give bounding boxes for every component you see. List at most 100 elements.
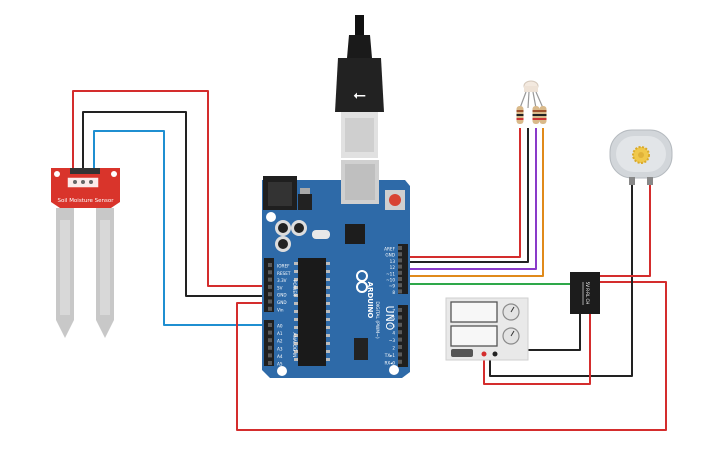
analog-header [264, 320, 274, 366]
icsp-header [354, 338, 368, 360]
crystal [312, 230, 330, 239]
header-pin-hole[interactable] [398, 330, 402, 335]
header-pin-hole[interactable] [398, 270, 402, 275]
pin-label: ~10 [386, 278, 395, 283]
pin-label: RESET [277, 271, 291, 276]
svg-text:DIGITAL (PWM~): DIGITAL (PWM~) [374, 301, 380, 339]
svg-text:UNO: UNO [383, 306, 396, 331]
pin-label: AREF [384, 247, 395, 252]
soil-moisture-sensor[interactable]: Soil Moisture Sensor [51, 168, 120, 338]
pin-label: 12 [390, 265, 396, 270]
header-pin-hole[interactable] [398, 289, 402, 294]
header-pin-hole[interactable] [268, 292, 272, 297]
arduino-model-text: UNO [383, 306, 396, 331]
wire-motor-black [489, 185, 633, 377]
pin-label: ~6 [389, 316, 396, 321]
rgb-led[interactable] [516, 80, 547, 124]
atmega-chip [294, 258, 330, 366]
pin-label: GND [385, 253, 395, 258]
wire-sensor-signal [93, 130, 266, 326]
pin-label: A5 [277, 362, 283, 367]
header-pin-hole[interactable] [398, 246, 402, 250]
sensor-mount-hole-right [111, 171, 117, 177]
relay-body [570, 272, 600, 314]
usb-cable-wire [355, 15, 364, 37]
header-pin-hole[interactable] [268, 353, 272, 358]
pin-label: A2 [277, 339, 283, 344]
wire-led-purple [408, 128, 537, 270]
header-pin-hole[interactable] [398, 264, 402, 269]
sensor-prong-texture [60, 220, 110, 315]
wire-sensor-gnd [82, 111, 266, 297]
wire-led-orange [408, 128, 544, 277]
header-pin-hole[interactable] [398, 345, 402, 349]
reset-button[interactable] [389, 194, 401, 206]
usb-cable-strain-relief [347, 35, 372, 58]
header-pin-hole[interactable] [398, 308, 402, 312]
usb-chip [345, 224, 365, 244]
wire-led-red [408, 128, 521, 258]
power-switch[interactable] [451, 349, 473, 357]
power-header-title: POWER [291, 280, 297, 297]
header-pin-hole[interactable] [268, 299, 272, 304]
digital-header-bottom [398, 305, 408, 367]
header-pin-hole[interactable] [268, 306, 272, 311]
current-display [450, 325, 498, 347]
dc-motor[interactable] [609, 129, 673, 185]
pin-label: RX◂0 [384, 360, 395, 365]
pin-label: ~3 [389, 338, 396, 343]
pin-label: Vin [277, 307, 284, 312]
pin-label: A3 [277, 346, 283, 351]
wire-sensor-vcc [72, 90, 266, 287]
pin-label: 7 [392, 309, 395, 314]
analog-header-title: ANALOG IN [291, 332, 297, 357]
pin-label: A1 [277, 331, 283, 336]
header-pin-hole[interactable] [398, 258, 402, 263]
pin-label: 5V [277, 285, 283, 290]
arduino-infinity-icon [356, 270, 368, 293]
pin-label: 3.3V [277, 278, 287, 283]
header-pin-hole[interactable] [268, 263, 272, 267]
header-pin-hole[interactable] [398, 277, 402, 281]
header-pin-hole[interactable] [268, 361, 272, 365]
relay-module[interactable]: 5V R-RL CH [570, 272, 600, 314]
wire-supply-red [483, 312, 591, 385]
header-pin-hole[interactable] [268, 270, 272, 275]
pin-label: 2 [392, 346, 395, 351]
resistors [516, 106, 547, 124]
header-pin-hole[interactable] [398, 359, 402, 364]
header-pin-hole[interactable] [398, 283, 402, 288]
svg-text:POWER: POWER [291, 280, 297, 297]
arduino-mount-hole [266, 212, 276, 222]
pin-label: 13 [390, 259, 396, 264]
header-pin-hole[interactable] [268, 323, 272, 327]
wires [72, 90, 667, 431]
usb-cable: ⭠ [335, 15, 384, 158]
header-pin-hole[interactable] [398, 315, 402, 320]
header-pin-hole[interactable] [398, 352, 402, 357]
header-pin-hole[interactable] [268, 277, 272, 282]
led-legs [519, 91, 544, 109]
header-pin-hole[interactable] [268, 330, 272, 335]
wire-led-black [408, 128, 529, 263]
pin-label: GND [277, 300, 287, 305]
header-pin-hole[interactable] [398, 337, 402, 342]
pin-label: ~9 [389, 284, 396, 289]
arduino-logo: ARDUINO [366, 282, 374, 319]
header-pin-hole[interactable] [398, 322, 402, 327]
header-pin-hole[interactable] [398, 252, 402, 257]
pin-label: 8 [392, 290, 395, 295]
header-pin-hole[interactable] [268, 345, 272, 350]
header-pin-hole[interactable] [268, 338, 272, 343]
output-terminal-positive [492, 351, 498, 357]
pin-label: A4 [277, 354, 283, 359]
power-supply[interactable] [445, 297, 529, 361]
output-terminal-negative [481, 351, 487, 357]
arduino-mount-hole [277, 366, 287, 376]
header-pin-hole[interactable] [268, 284, 272, 289]
svg-text:ARDUINO: ARDUINO [366, 282, 374, 319]
